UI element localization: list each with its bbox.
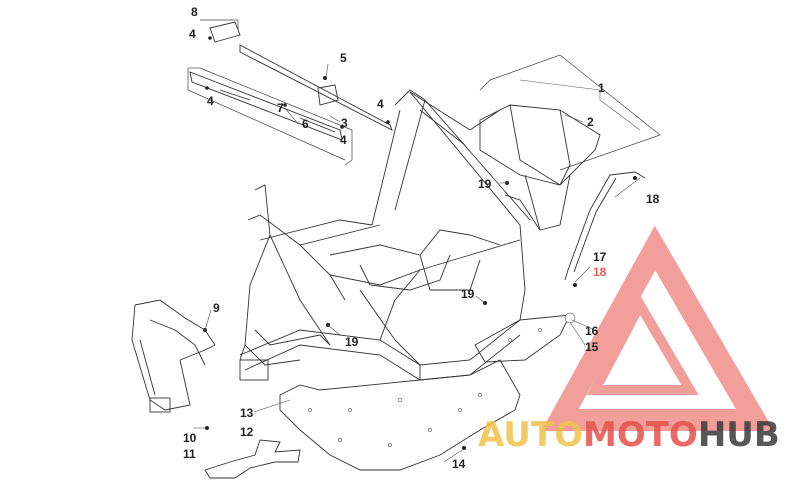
side-rail-lower [189, 71, 343, 141]
callout-4-top: 4 [189, 27, 196, 41]
callout-6: 6 [302, 117, 309, 131]
front-bumper [131, 299, 216, 413]
floor-pan-right [474, 314, 571, 363]
watermark-hub: HUB [698, 415, 780, 455]
callout-18-lower: 18 [593, 265, 607, 279]
callout-15: 15 [585, 340, 599, 354]
callout-9: 9 [213, 301, 220, 315]
floor-pan [279, 359, 521, 471]
leader-lines [193, 63, 641, 463]
explode-box-seat-frame [479, 54, 661, 171]
watermark-logo-triangle [541, 225, 775, 431]
side-rail-upper [209, 21, 393, 131]
callout-7: 7 [277, 101, 284, 115]
callout-18-upper: 18 [646, 192, 660, 206]
callout-4-right: 4 [377, 97, 384, 111]
callout-5: 5 [340, 51, 347, 65]
callout-1: 1 [598, 81, 605, 95]
watermark-auto: AUTO [478, 415, 583, 455]
callout-8: 8 [191, 5, 198, 19]
callout-2: 2 [587, 115, 594, 129]
watermark-text: AUTOMOTOHUB [478, 415, 780, 455]
callout-4-mid: 4 [340, 133, 347, 147]
callout-11: 11 [183, 447, 196, 461]
callout-12: 12 [240, 425, 254, 439]
callout-10: 10 [183, 431, 197, 445]
explode-box-upper [187, 19, 353, 166]
callout-16: 16 [585, 324, 599, 338]
svg-text:AUTOMOTOHUB: AUTOMOTOHUB [478, 415, 780, 455]
callout-19-middle: 19 [461, 287, 475, 301]
main-frame [239, 89, 601, 381]
callouts: 1 2 3 4 4 4 4 5 6 7 8 9 10 11 12 13 14 1… [183, 5, 660, 471]
callout-4-left: 4 [207, 94, 214, 108]
callout-14: 14 [452, 457, 466, 471]
watermark-moto: MOTO [583, 415, 698, 455]
callout-19-upper: 19 [478, 177, 492, 191]
callout-17: 17 [593, 250, 607, 264]
skid-plate [204, 439, 301, 479]
callout-19-lower: 19 [345, 335, 359, 349]
side-brace [564, 171, 646, 281]
callout-13: 13 [240, 406, 254, 420]
callout-3: 3 [341, 116, 348, 130]
